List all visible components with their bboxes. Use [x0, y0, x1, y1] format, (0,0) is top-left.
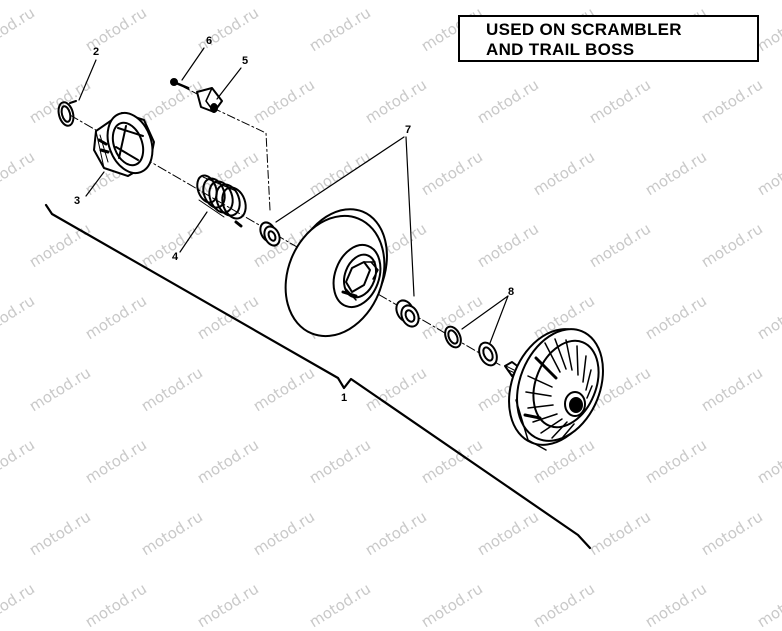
callout-4: 4	[172, 251, 179, 263]
pin-axis-line	[212, 107, 271, 211]
watermark-text: motod.ru	[642, 579, 710, 631]
spring-part	[196, 174, 247, 228]
fixed-sheave-part	[504, 328, 604, 451]
leader-6	[181, 47, 205, 81]
center-axis-line	[69, 114, 501, 366]
watermark-text: motod.ru	[0, 579, 38, 631]
cam-part	[93, 111, 155, 177]
leader-2	[78, 59, 97, 101]
title-box: USED ON SCRAMBLER AND TRAIL BOSS	[458, 15, 759, 62]
callout-3: 3	[74, 195, 81, 207]
bushing-upper-part	[259, 221, 281, 247]
callout-1: 1	[341, 392, 348, 404]
callout-6: 6	[206, 35, 213, 47]
watermark-text: motod.ru	[754, 579, 782, 631]
washer-lower-part	[478, 341, 498, 367]
leader-8a	[461, 295, 509, 330]
leader-8b	[489, 295, 509, 344]
watermark-text: motod.ru	[194, 579, 262, 631]
leader-4	[179, 211, 208, 253]
bushing-lower-part	[395, 299, 420, 328]
callout-2: 2	[93, 46, 100, 58]
callout-5: 5	[242, 55, 249, 67]
diagram-drawing	[44, 47, 604, 550]
exploded-parts-diagram: motod.ru motod.ru motod.ru motod.ru motod.ru…	[0, 4, 782, 631]
watermark-text: motod.ru	[82, 579, 150, 631]
leader-7b	[405, 136, 415, 297]
watermark-text: motod.ru	[306, 579, 374, 631]
snap-ring-part	[57, 100, 77, 127]
assembly-bracket-line	[44, 203, 592, 550]
watermark-text: motod.ru	[530, 579, 598, 631]
leader-5	[216, 67, 242, 100]
callout-8: 8	[508, 286, 515, 298]
moveable-sheave-part	[284, 208, 388, 338]
leader-7a	[275, 136, 405, 223]
leader-3	[85, 171, 105, 197]
screw-part	[170, 78, 190, 90]
title-line-1: USED ON SCRAMBLER	[486, 20, 682, 39]
washer-upper-part	[444, 325, 462, 349]
title-line-2: AND TRAIL BOSS	[486, 40, 635, 59]
watermark-text: motod.ru	[418, 579, 486, 631]
callout-7: 7	[405, 124, 412, 136]
roller-part	[196, 87, 223, 113]
